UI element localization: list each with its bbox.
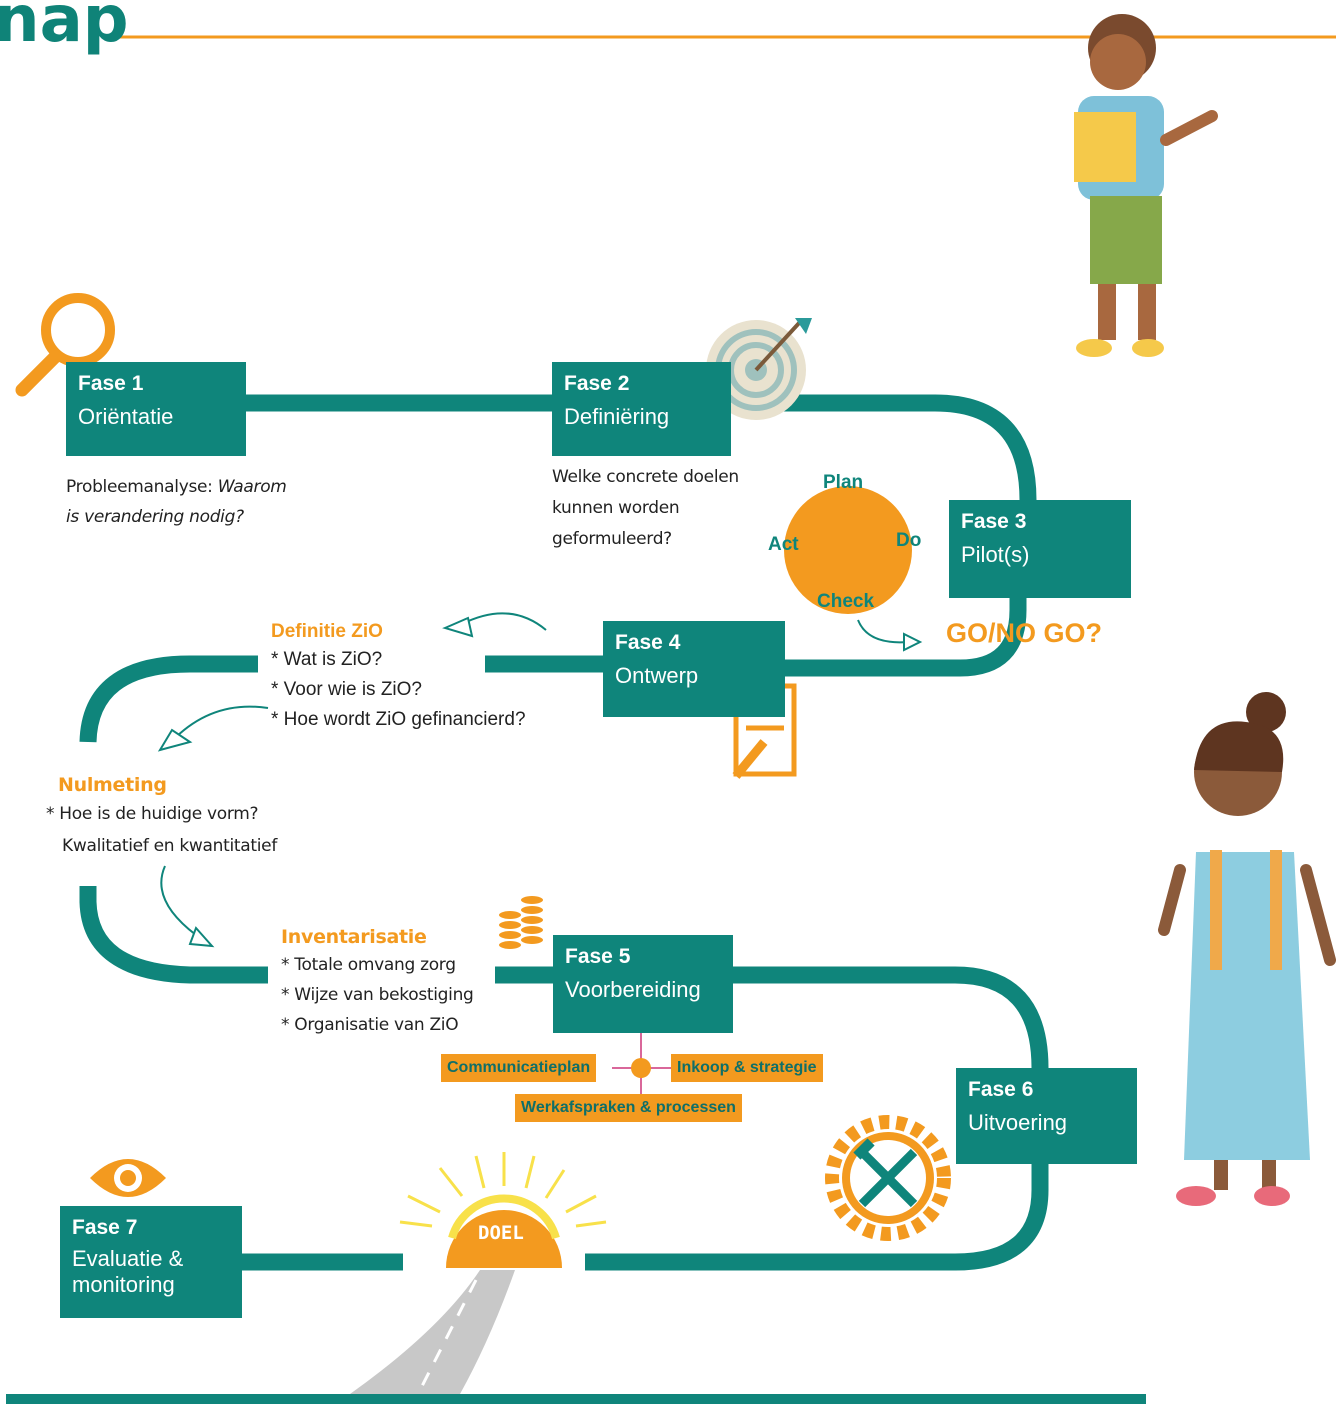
fase-1-name: Oriëntatie <box>78 404 174 429</box>
fase-5-name: Voorbereiding <box>565 977 701 1002</box>
tag-werkafspraken: Werkafspraken & processen <box>515 1094 742 1122</box>
nulmeting-heading: Nulmeting <box>58 774 167 796</box>
gear-tools-icon <box>825 1115 951 1241</box>
pdca-do: Do <box>896 530 922 551</box>
inventarisatie-line: * Totale omvang zorg <box>281 955 456 975</box>
fase5-connector <box>612 1032 672 1096</box>
tag-communicatieplan: Communicatieplan <box>441 1054 597 1082</box>
nulmeting-line: Kwalitatief en kwantitatief <box>62 836 278 856</box>
goal-label: DOEL <box>478 1222 524 1244</box>
fase-3-number: Fase 3 <box>961 510 1027 533</box>
fase-6-box: Fase 6 Uitvoering <box>956 1068 1137 1164</box>
definitie-line: * Voor wie is ZiO? <box>271 679 422 700</box>
fase-1-note-line1: Probleemanalyse: <box>66 477 218 497</box>
coins-icon <box>497 894 545 951</box>
fase-6-name: Uitvoering <box>968 1110 1068 1135</box>
fase-2-number: Fase 2 <box>564 372 630 395</box>
fase-2-name: Definiëring <box>564 404 670 429</box>
fase-2-note-line: kunnen worden <box>552 498 680 518</box>
fase-3-name: Pilot(s) <box>961 542 1030 567</box>
eye-icon <box>90 1159 166 1197</box>
fase-1-note-italic: Waarom <box>217 477 287 497</box>
nulmeting-line: * Hoe is de huidige vorm? <box>46 804 259 824</box>
inventarisatie-line: * Wijze van bekostiging <box>281 985 474 1005</box>
flow-arrows <box>157 612 923 948</box>
go-no-go-label: GO/NO GO? <box>946 618 1103 648</box>
definitie-line: * Wat is ZiO? <box>271 649 383 670</box>
inventarisatie-note: Inventarisatie * Totale omvang zorg * Wi… <box>281 924 474 1040</box>
pdca-act: Act <box>768 534 799 555</box>
definitie-line: * Hoe wordt ZiO gefinancierd? <box>271 709 526 730</box>
fase-4-box: Fase 4 Ontwerp <box>603 621 785 717</box>
fase-1-number: Fase 1 <box>78 372 144 395</box>
fase-2-box: Fase 2 Definiëring <box>552 362 731 456</box>
sun-road-icon <box>350 1152 607 1395</box>
boy-illustration <box>1074 14 1218 357</box>
fase-4-number: Fase 4 <box>615 631 681 654</box>
page-title: nap <box>0 0 129 57</box>
fase-7-name: Evaluatie & <box>72 1246 184 1271</box>
girl-illustration <box>1158 692 1336 1206</box>
fase-7-name-line2: monitoring <box>72 1272 175 1297</box>
pdca-circle <box>784 486 912 614</box>
fase-2-note-line: Welke concrete doelen <box>552 467 739 487</box>
nulmeting-note: Nulmeting * Hoe is de huidige vorm? Kwal… <box>46 772 277 862</box>
fase-7-box: Fase 7 Evaluatie & monitoring <box>60 1206 242 1318</box>
fase-3-box: Fase 3 Pilot(s) <box>949 500 1131 598</box>
fase-4-name: Ontwerp <box>615 663 699 688</box>
pdca-plan: Plan <box>823 472 864 493</box>
target-arrow-icon <box>706 318 812 420</box>
fase-7-number: Fase 7 <box>72 1216 138 1239</box>
definitie-heading: Definitie ZiO <box>271 621 383 642</box>
inventarisatie-line: * Organisatie van ZiO <box>281 1015 459 1035</box>
fase-1-note-line2: is verandering nodig? <box>66 507 244 527</box>
definitie-note: Definitie ZiO * Wat is ZiO? * Voor wie i… <box>271 619 526 735</box>
fase-5-number: Fase 5 <box>565 945 631 968</box>
inventarisatie-heading: Inventarisatie <box>281 926 427 948</box>
tag-inkoop-strategie: Inkoop & strategie <box>671 1054 823 1082</box>
pdca-check: Check <box>817 591 875 612</box>
fase-6-number: Fase 6 <box>968 1078 1034 1101</box>
bottom-rule <box>6 1394 1146 1404</box>
fase-1-note: Probleemanalyse: Waarom is verandering n… <box>66 472 287 532</box>
fase-1-box: Fase 1 Oriëntatie <box>66 362 246 456</box>
road-path <box>79 394 1049 1271</box>
fase-2-note-line: geformuleerd? <box>552 529 672 549</box>
fase-5-box: Fase 5 Voorbereiding <box>553 935 733 1033</box>
fase-2-note: Welke concrete doelen kunnen worden gefo… <box>552 462 739 555</box>
